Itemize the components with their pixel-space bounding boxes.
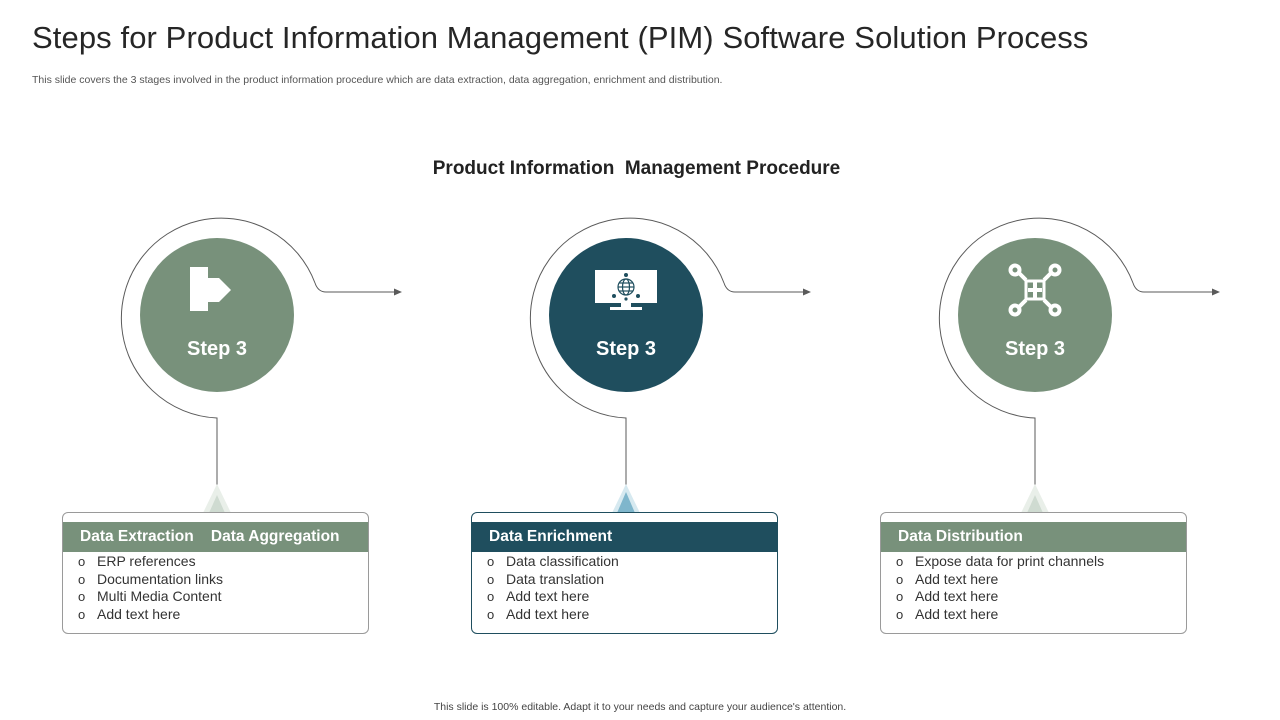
step-2-label: Step 3 [595,338,657,360]
list-item-text: Add text here [915,605,999,622]
list-item-text: Expose data for print channels [915,553,1105,569]
bullet-icon: o [487,589,495,604]
step-2-ring-tail [723,282,807,293]
slide-subtitle: This slide covers the 3 stages involved … [32,74,723,86]
step-1-label: Step 3 [186,338,248,360]
step-2-card-title: Data Enrichment [472,522,777,552]
step-1-ring [120,217,316,488]
bullet-icon: o [78,571,86,587]
list-item: o ERP references [78,553,223,571]
slide-footer: This slide is 100% editable. Adapt it to… [433,701,847,713]
list-item-text: Add text here [915,570,999,587]
bullet-icon: o [78,589,86,604]
list-item-text: Multi Media Content [97,588,222,604]
step-2-circle: Step 3 [549,238,703,392]
list-item: o Add text here [78,606,223,624]
bullet-icon: o [896,606,904,622]
bullet-icon: o [78,554,86,569]
list-item-text: Add text here [506,588,590,604]
list-item: o Data classification [487,553,619,571]
step-3-card-title: Data Distribution [881,522,1186,552]
slide-title: Steps for Product Information Management… [32,20,1089,55]
distribution-network-icon [1008,263,1062,317]
list-item: o Documentation links [78,571,223,589]
list-item-text: Add text here [97,605,181,622]
list-item: o Add text here [896,606,1104,624]
bullet-icon: o [78,606,86,622]
step-2-ring [529,217,725,488]
list-item-text: Data classification [506,553,619,569]
step-3-circle: Step 3 [958,238,1112,392]
bullet-icon: o [896,571,904,587]
step-3-pointer-icon [1021,484,1049,513]
monitor-network-icon [595,270,657,310]
step-3-card: Data Distribution o Expose data for print… [880,512,1187,634]
list-item: o Data translation [487,571,619,589]
step-3-ring-tail [1132,282,1216,293]
bullet-icon: o [896,589,904,604]
step-3-label: Step 3 [1004,338,1066,360]
step-3-arrowhead-icon [1212,288,1220,296]
step-3-ring [938,217,1134,488]
bullet-icon: o [896,554,904,569]
bullet-icon: o [487,571,495,587]
list-item: o Multi Media Content [78,588,223,606]
list-item-text: ERP references [97,553,196,569]
step-1-arrowhead-icon [394,288,402,296]
step-1-card-title: Data Extraction Data Aggregation [63,522,368,552]
step-1-ring-tail [314,282,398,293]
list-item-text: Add text here [915,588,999,604]
list-item-text: Documentation links [97,570,224,587]
list-item: o Add text here [896,588,1104,606]
list-item-text: Add text here [506,605,590,622]
list-item: o Add text here [487,588,619,606]
step-2-pointer-icon [612,484,640,513]
step-1-card: Data Extraction Data Aggregation o ERP re… [62,512,369,634]
bullet-icon: o [487,554,495,569]
arrow-right-icon [190,267,231,311]
list-item: o Add text here [896,571,1104,589]
procedure-title: Product Information Management Procedure [432,158,841,179]
step-2-arrowhead-icon [803,288,811,296]
bullet-icon: o [487,606,495,622]
step-1-pointer-icon [203,484,231,513]
list-item: o Add text here [487,606,619,624]
list-item: o Expose data for print channels [896,553,1104,571]
list-item-text: Data translation [506,570,605,587]
step-1-circle: Step 3 [140,238,294,392]
